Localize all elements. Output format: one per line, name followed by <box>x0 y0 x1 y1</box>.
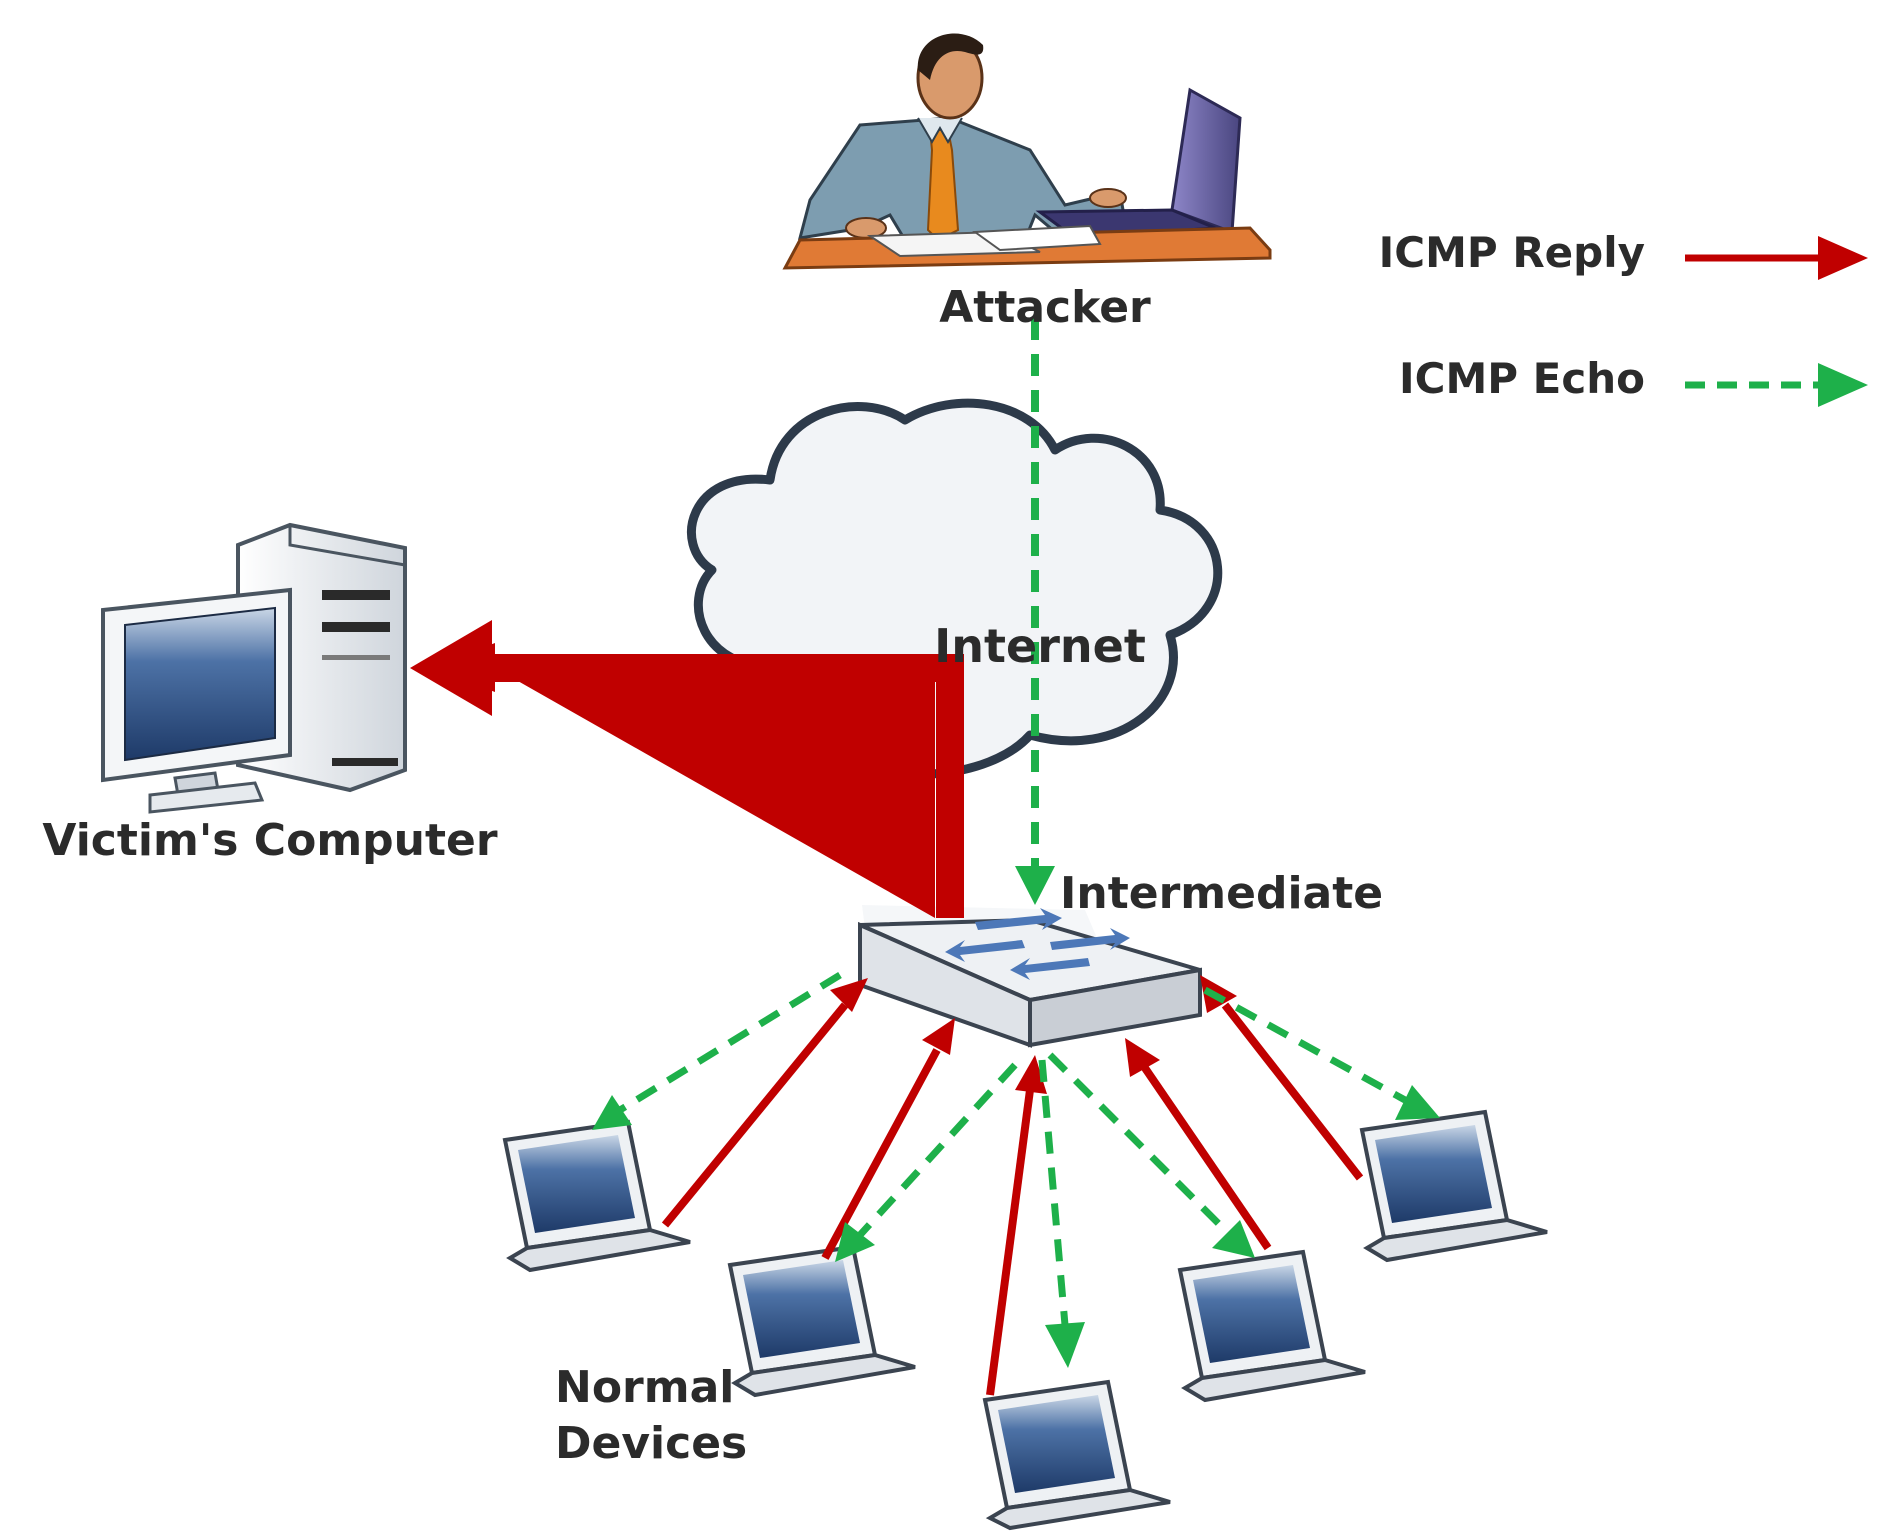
legend-reply-arrowhead <box>1818 236 1868 280</box>
tower-slot <box>322 622 390 632</box>
device-laptop-1 <box>502 1119 691 1273</box>
normal-devices-label-line2: Devices <box>555 1418 747 1469</box>
device-laptop-3 <box>982 1379 1171 1531</box>
legend-reply-label: ICMP Reply <box>1379 228 1645 277</box>
device-laptop-2 <box>727 1244 916 1398</box>
device-laptop-4 <box>1177 1249 1366 1403</box>
desktop-computer-icon <box>101 522 407 814</box>
network-switch-icon <box>858 905 1202 1048</box>
tower-slot <box>322 590 390 600</box>
tower-slot <box>322 655 390 660</box>
normal-devices-label-line1: Normal <box>555 1362 734 1413</box>
tower-slot <box>332 758 398 766</box>
victim-label: Victim's Computer <box>42 815 497 866</box>
reply-flood-arrow <box>410 620 964 918</box>
attacker-hair <box>917 33 984 80</box>
attacker-laptop-screen <box>1170 87 1242 235</box>
victim-screen <box>124 606 276 762</box>
attacker-body <box>797 116 1127 242</box>
legend-echo-label: ICMP Echo <box>1399 354 1645 403</box>
intermediate-label: Intermediate <box>1060 868 1383 919</box>
internet-label: Internet <box>934 619 1146 673</box>
reply-arrows <box>661 975 1364 1396</box>
legend-echo-arrowhead <box>1818 363 1868 407</box>
attacker-hand-right <box>1089 188 1127 208</box>
attacker-label: Attacker <box>939 282 1151 333</box>
device-laptop-5 <box>1359 1109 1548 1263</box>
attacker-papers-2 <box>972 224 1102 252</box>
legend: ICMP Reply ICMP Echo <box>1379 228 1868 407</box>
attacker-collar <box>917 117 963 144</box>
echo-arrows <box>592 318 1440 1368</box>
attacker-icon <box>782 33 1272 270</box>
